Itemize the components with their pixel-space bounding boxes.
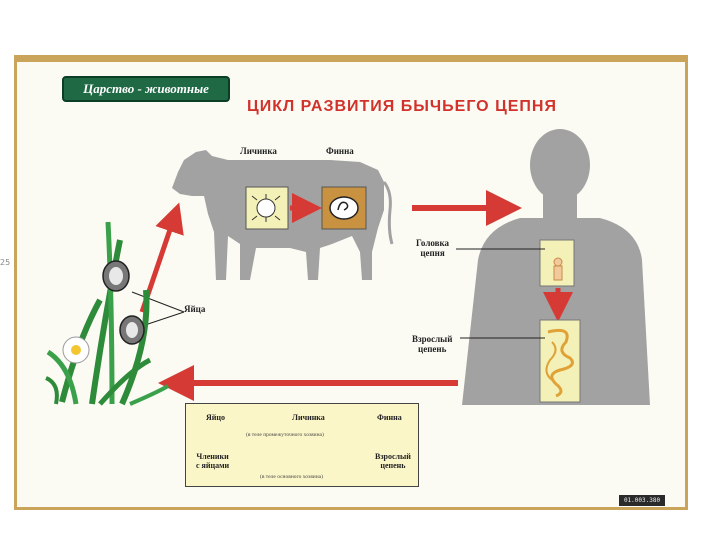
cycle-main-host: (в теле основного хозяина): [260, 474, 323, 480]
finna-box: [322, 187, 366, 229]
cycle-finna: Финна: [377, 413, 402, 422]
head-label-line1: Головка: [416, 238, 449, 248]
cycle-larva: Личинка: [292, 413, 325, 422]
larva-box: [246, 187, 288, 229]
cycle-segments-line2: с яйцами: [196, 461, 229, 470]
grass-plant: [46, 222, 168, 404]
cycle-intermediate-host: (в теле промежуточного хозяина): [246, 432, 324, 438]
adult-label-line1: Взрослый: [412, 334, 452, 344]
egg-lower: [120, 316, 144, 344]
cycle-adult-line1: Взрослый: [375, 452, 411, 461]
cycle-segments-line1: Членики: [196, 452, 229, 461]
adult-label: Взрослый цепень: [412, 334, 452, 354]
poster-code: 01.003.380: [619, 495, 665, 506]
adult-label-line2: цепень: [412, 344, 452, 354]
eggs-label: Яйца: [184, 304, 205, 314]
cycle-egg: Яйцо: [206, 413, 225, 422]
eggs-pointer-1: [132, 292, 184, 312]
adult-tapeworm-box: [540, 320, 580, 402]
tapeworm-head-box: [540, 240, 574, 286]
head-label: Головка цепня: [416, 238, 449, 258]
page-title: ЦИКЛ РАЗВИТИЯ БЫЧЬЕГО ЦЕПНЯ: [247, 98, 557, 116]
finna-label: Финна: [326, 146, 354, 156]
kingdom-tag: Царство - животные: [62, 76, 230, 102]
cycle-adult: Взрослый цепень: [375, 452, 411, 470]
larva-label: Личинка: [240, 146, 277, 156]
daisy-flower: [63, 337, 89, 363]
cycle-adult-line2: цепень: [375, 461, 411, 470]
cycle-segments: Членики с яйцами: [196, 452, 229, 470]
head-label-line2: цепня: [416, 248, 449, 258]
egg-upper: [103, 261, 129, 291]
side-number: 25: [0, 258, 10, 267]
